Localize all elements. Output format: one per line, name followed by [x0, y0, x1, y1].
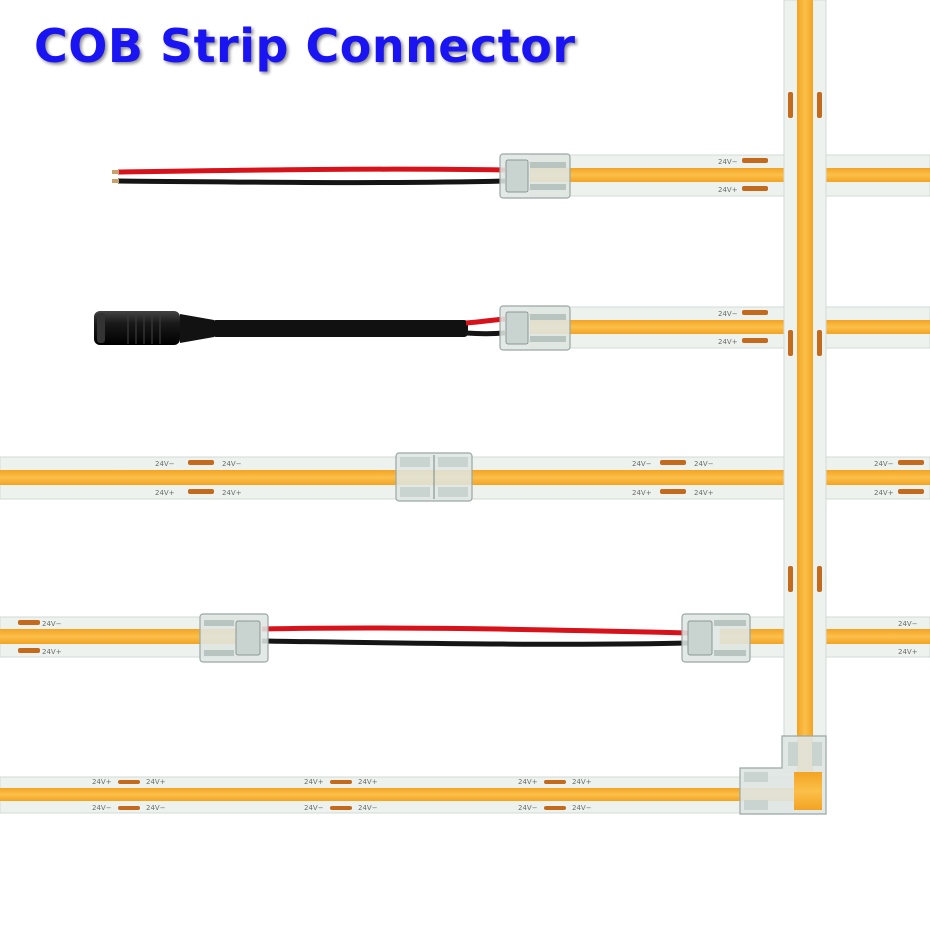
strip-mark-negative: 24V− — [694, 460, 714, 468]
row-wire-to-strip: 24V− 24V+ — [112, 153, 930, 199]
strip-mark-positive: 24V+ — [42, 648, 62, 656]
led-strip: 24V+ 24V− 24V+ 24V− 24V+ 24V− 24V+ 24V− … — [0, 776, 801, 814]
strip-mark-negative: 24V− — [718, 158, 738, 166]
strip-connector — [681, 613, 751, 663]
led-strip: 24V− 24V+ — [529, 154, 930, 197]
led-strip: 24V− 24V+ — [529, 306, 930, 349]
strip-mark-positive: 24V+ — [518, 778, 538, 786]
strip-mark-positive: 24V+ — [572, 778, 592, 786]
strip-connector — [499, 153, 571, 199]
row-l-corner: 24V+ 24V− 24V+ 24V− 24V+ 24V− 24V+ 24V− … — [0, 735, 827, 815]
strip-to-strip-connector — [395, 452, 473, 502]
strip-mark-positive: 24V+ — [718, 186, 738, 194]
strip-mark-negative: 24V− — [518, 804, 538, 812]
strip-mark-positive: 24V+ — [718, 338, 738, 346]
strip-mark-negative: 24V− — [304, 804, 324, 812]
strip-mark-positive: 24V+ — [694, 489, 714, 497]
strip-mark-positive: 24V+ — [304, 778, 324, 786]
dc-female-jack — [94, 311, 506, 345]
strip-mark-positive: 24V+ — [146, 778, 166, 786]
strip-mark-positive: 24V+ — [222, 489, 242, 497]
strip-mark-negative: 24V− — [572, 804, 592, 812]
strip-mark-positive: 24V+ — [898, 648, 918, 656]
vertical-led-strip — [783, 0, 827, 773]
strip-connector — [199, 613, 269, 663]
strip-mark-negative: 24V− — [718, 310, 738, 318]
strip-mark-positive: 24V+ — [358, 778, 378, 786]
strip-mark-negative: 24V− — [632, 460, 652, 468]
strip-mark-negative: 24V− — [92, 804, 112, 812]
wire-pair — [112, 166, 506, 186]
strip-mark-negative: 24V− — [874, 460, 894, 468]
strip-mark-negative: 24V− — [146, 804, 166, 812]
wire-pair — [261, 625, 689, 647]
strip-mark-negative: 24V− — [42, 620, 62, 628]
strip-connector — [499, 305, 571, 351]
l-corner-connector — [739, 735, 827, 815]
strip-mark-positive: 24V+ — [874, 489, 894, 497]
strip-mark-positive: 24V+ — [155, 489, 175, 497]
strip-mark-negative: 24V− — [222, 460, 242, 468]
strip-mark-negative: 24V− — [898, 620, 918, 628]
page-title: COB Strip Connector — [34, 19, 576, 73]
row-strip-to-strip: 24V− 24V+ 24V− 24V+ 24V− 24V+ 24V− 24V+ … — [0, 452, 930, 502]
row-dc-female-to-strip: 24V− 24V+ — [94, 305, 930, 351]
strip-mark-positive: 24V+ — [632, 489, 652, 497]
strip-mark-positive: 24V+ — [92, 778, 112, 786]
strip-mark-negative: 24V− — [358, 804, 378, 812]
strip-mark-negative: 24V− — [155, 460, 175, 468]
